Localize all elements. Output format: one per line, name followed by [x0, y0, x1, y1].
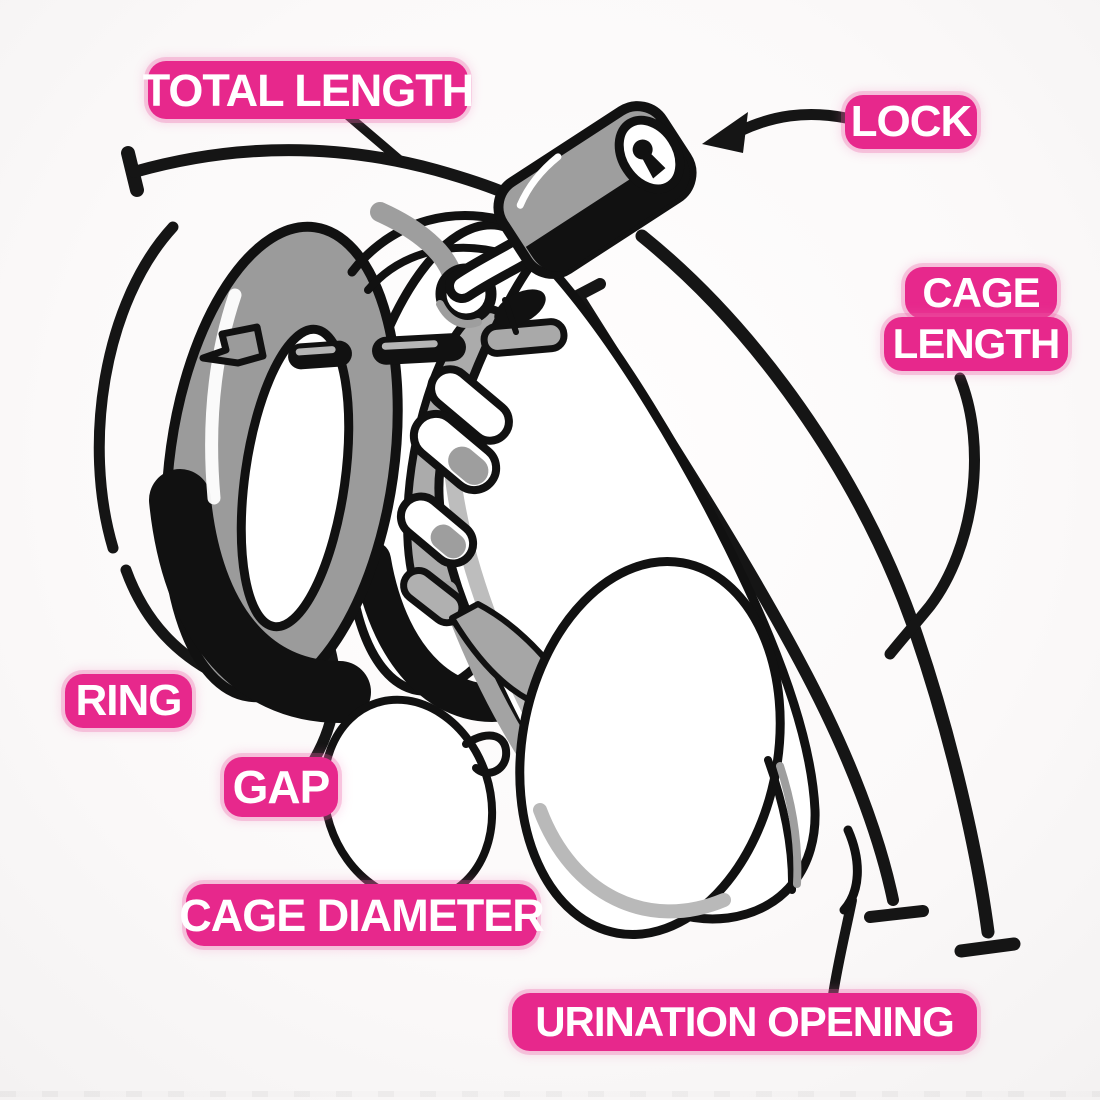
label-total-length: TOTAL LENGTH: [143, 61, 474, 119]
urination-label-leader: [828, 895, 857, 1000]
lock-arrowhead: [702, 112, 748, 153]
label-cage-diameter: CAGE DIAMETER: [179, 884, 545, 946]
label-cage-length-line1: CAGE: [905, 267, 1057, 319]
label-gap: GAP: [224, 757, 338, 817]
vent-slot: [409, 409, 501, 495]
cage-length-label-leader: [884, 372, 980, 660]
label-lock: LOCK: [845, 95, 977, 149]
vent-slot: [396, 492, 478, 568]
label-ring: RING: [65, 674, 192, 728]
scan-noise-strip: [0, 1091, 1100, 1097]
skin-curl-detail: [462, 731, 511, 777]
vent-slot: [427, 365, 513, 445]
ring-notch: [199, 323, 267, 367]
cage-tip-rim: [839, 825, 862, 915]
padlock-icon: [445, 101, 697, 303]
cage-length-end-cap: [864, 905, 929, 923]
lock-arrow: [702, 108, 852, 153]
locking-pins: [288, 318, 568, 370]
total-length-measure-line: [121, 109, 1021, 958]
label-cage-length-line2: LENGTH: [884, 317, 1068, 371]
urination-opening-slot: [764, 756, 862, 915]
scrotum-illustration: [319, 557, 785, 939]
total-length-label-joint: [341, 109, 405, 165]
label-urination-opening: URINATION OPENING: [512, 993, 977, 1051]
vent-slots: [396, 365, 513, 627]
total-length-end-cap: [954, 937, 1021, 958]
